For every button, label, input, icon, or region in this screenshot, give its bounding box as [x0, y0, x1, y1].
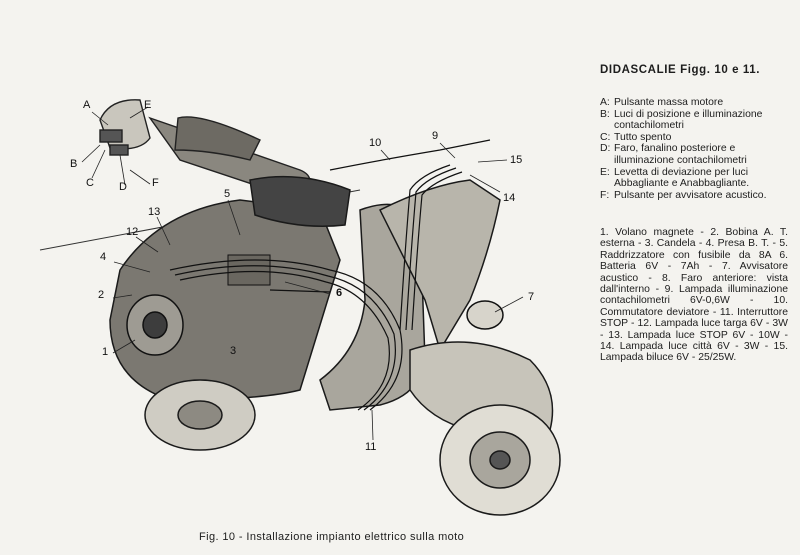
legend-text: Luci di posizione e illuminazione contac… — [614, 108, 763, 132]
callout-7: 7 — [528, 291, 535, 303]
legend-key: C: — [600, 131, 611, 143]
figure-caption: Fig. 10 - Installazione impianto elettri… — [199, 531, 465, 543]
wiring-harness — [169, 139, 491, 411]
legend-text: Tutto spento — [614, 131, 672, 143]
legend-item: E: Levetta di deviazione per luci Abbagli… — [600, 167, 790, 190]
callout-4: 4 — [100, 251, 107, 263]
legend-item: C:Tutto spento — [600, 132, 790, 144]
callout-10: 10 — [369, 137, 382, 149]
legend-item: B: Luci di posizione e illuminazione cont… — [600, 109, 790, 132]
legend-text: Pulsante per avvisatore acustico. — [614, 189, 767, 201]
callout-B: B — [70, 158, 78, 170]
legend-item: A: Pulsante massa motore — [600, 97, 790, 109]
front-wheel — [439, 404, 561, 516]
headlamp — [466, 300, 504, 330]
callout-14: 14 — [503, 192, 516, 204]
legend-text: Faro, fanalino posteriore e illuminazion… — [614, 143, 747, 166]
callout-E: E — [144, 99, 152, 111]
callout-1: 1 — [102, 346, 109, 358]
callout-11: 11 — [365, 441, 377, 453]
callout-6: 6 — [336, 287, 343, 299]
callout-D: D — [119, 181, 127, 193]
legend-list: A: Pulsante massa motore B: Luci di posizi… — [600, 97, 790, 201]
callout-C: C — [86, 177, 94, 189]
legend-key: F: — [600, 189, 610, 201]
callout-5: 5 — [224, 188, 231, 200]
legend-item: D:Faro, fanalino posteriore e illuminazi… — [600, 143, 790, 166]
flywheel-magneto — [126, 294, 184, 356]
legend-text: Levetta di deviazione per luci Abbaglian… — [614, 166, 750, 190]
legend-key: B: — [600, 108, 610, 120]
legend-key: E: — [600, 166, 610, 178]
callout-F: F — [152, 177, 159, 189]
callout-9: 9 — [432, 130, 439, 142]
callout-leaders — [81, 106, 524, 441]
callout-2: 2 — [98, 289, 105, 301]
callout-15: 15 — [510, 154, 523, 166]
callout-13: 13 — [148, 206, 161, 218]
legend-key: D: — [600, 143, 611, 155]
legend-text: Pulsante massa motore — [614, 97, 724, 108]
callout-12: 12 — [126, 226, 139, 238]
callout-A: A — [83, 99, 91, 111]
callout-3: 3 — [230, 345, 237, 357]
rear-wheel — [144, 379, 256, 451]
scooter-wiring-illustration — [39, 99, 561, 516]
legend-item: F: Pulsante per avvisatore acustico. — [600, 190, 790, 202]
caption-title: DIDASCALIE Figg. 10 e 11. — [600, 64, 761, 76]
legend-key: A: — [600, 97, 610, 108]
numbered-parts-list: 1. Volano magnete - 2. Bobina A. T. este… — [600, 227, 788, 364]
